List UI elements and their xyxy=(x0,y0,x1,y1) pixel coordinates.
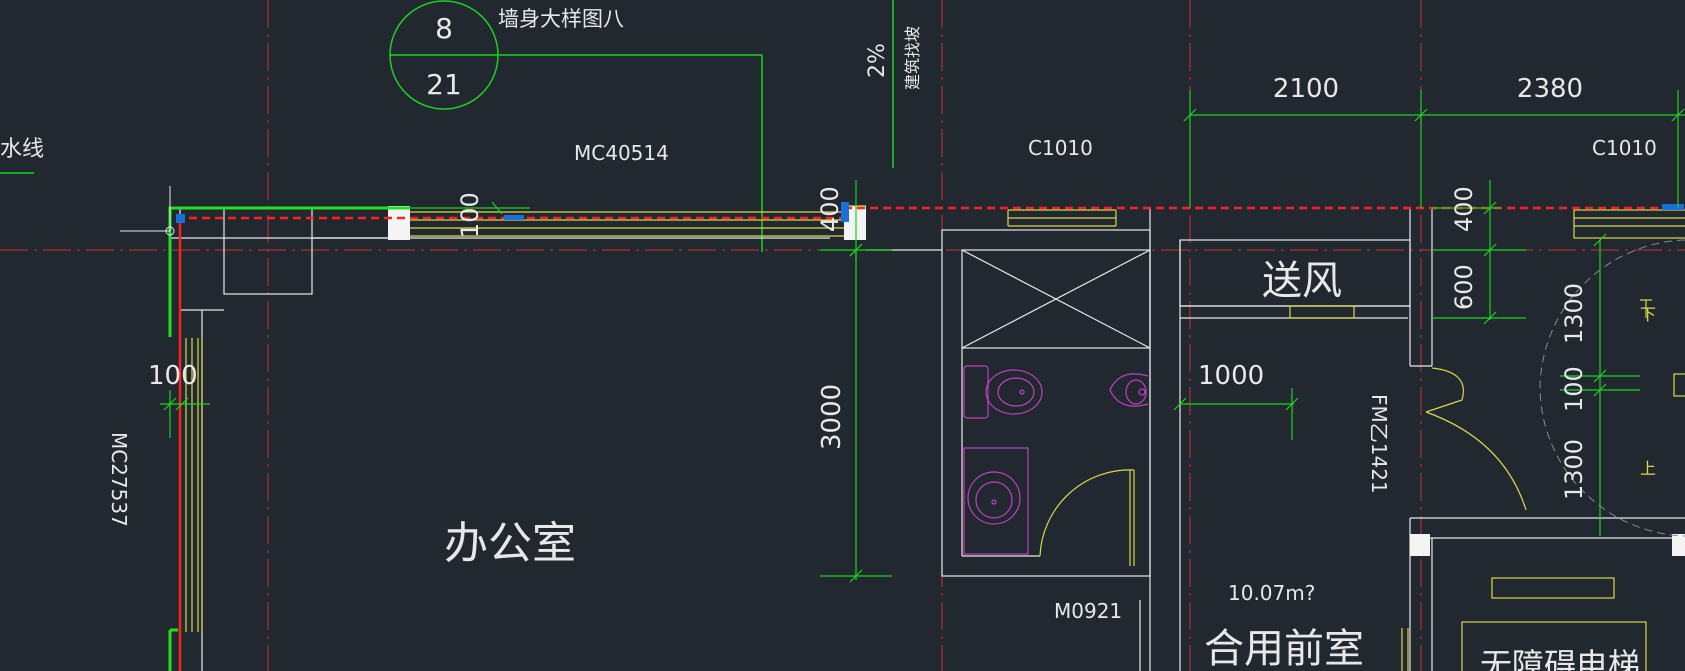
grip-handle-4[interactable] xyxy=(1662,204,1684,210)
dim-2100: 2100 xyxy=(1273,74,1339,104)
grip-handle-1[interactable] xyxy=(176,214,185,223)
dimension-lines xyxy=(160,90,1685,583)
room-supply-air: 送风 xyxy=(1262,258,1342,304)
stair-up-arrow: 上 xyxy=(1640,459,1656,478)
annotation-text: MC40514 C1010 C1010 MC27537 FM乙1421 M092… xyxy=(107,74,1657,671)
toilet-fixture xyxy=(963,365,1043,419)
window-mc27537: MC27537 xyxy=(107,432,131,527)
dim-1300-a: 1300 xyxy=(1560,283,1588,344)
slope-note: 2% 建筑找坡 xyxy=(865,0,922,168)
area-label: 10.07m? xyxy=(1228,581,1315,605)
window-c1010-b: C1010 xyxy=(1592,136,1657,160)
dim-1000: 1000 xyxy=(1198,361,1264,391)
bubble-bottom-number: 21 xyxy=(426,68,462,101)
dim-100-left: 100 xyxy=(148,361,198,391)
dim-1300-b: 1300 xyxy=(1560,439,1588,500)
slope-text: 2% xyxy=(865,43,890,78)
dim-100-top: 100 xyxy=(456,192,484,238)
stair-arc xyxy=(1539,239,1685,537)
door-m0921: M0921 xyxy=(1054,599,1122,623)
dim-100-mid: 100 xyxy=(1560,366,1588,412)
dim-400-b: 400 xyxy=(1450,186,1478,232)
room-elevator: 无障碍电梯 xyxy=(1480,646,1640,671)
dim-600: 600 xyxy=(1450,264,1478,310)
water-line-label: 水线 xyxy=(0,137,44,162)
room-office: 办公室 xyxy=(444,518,576,569)
urinal-fixture xyxy=(1109,373,1149,407)
crosshair-cursor xyxy=(120,186,175,236)
sanitary-fixtures xyxy=(963,365,1149,555)
stair-down-arrow: 下 xyxy=(1640,305,1656,324)
window-c1010-a: C1010 xyxy=(1028,136,1093,160)
slope-note-text: 建筑找坡 xyxy=(903,26,922,90)
dim-2380: 2380 xyxy=(1517,74,1583,104)
dim-400-a: 400 xyxy=(816,186,844,232)
dim-3000: 3000 xyxy=(817,384,847,450)
grip-handle-3[interactable] xyxy=(841,202,849,222)
window-mc40514: MC40514 xyxy=(574,141,669,165)
bubble-top-number: 8 xyxy=(435,12,453,45)
bubble-title: 墙身大样图八 xyxy=(498,7,624,31)
room-front-room: 合用前室 xyxy=(1204,626,1364,671)
door-fm: FM乙1421 xyxy=(1367,394,1391,494)
windows xyxy=(185,205,1685,671)
detail-bubble[interactable]: 8 21 墙身大样图八 xyxy=(389,0,763,252)
grip-handle-2[interactable] xyxy=(504,215,524,220)
sink-fixture xyxy=(963,447,1029,555)
